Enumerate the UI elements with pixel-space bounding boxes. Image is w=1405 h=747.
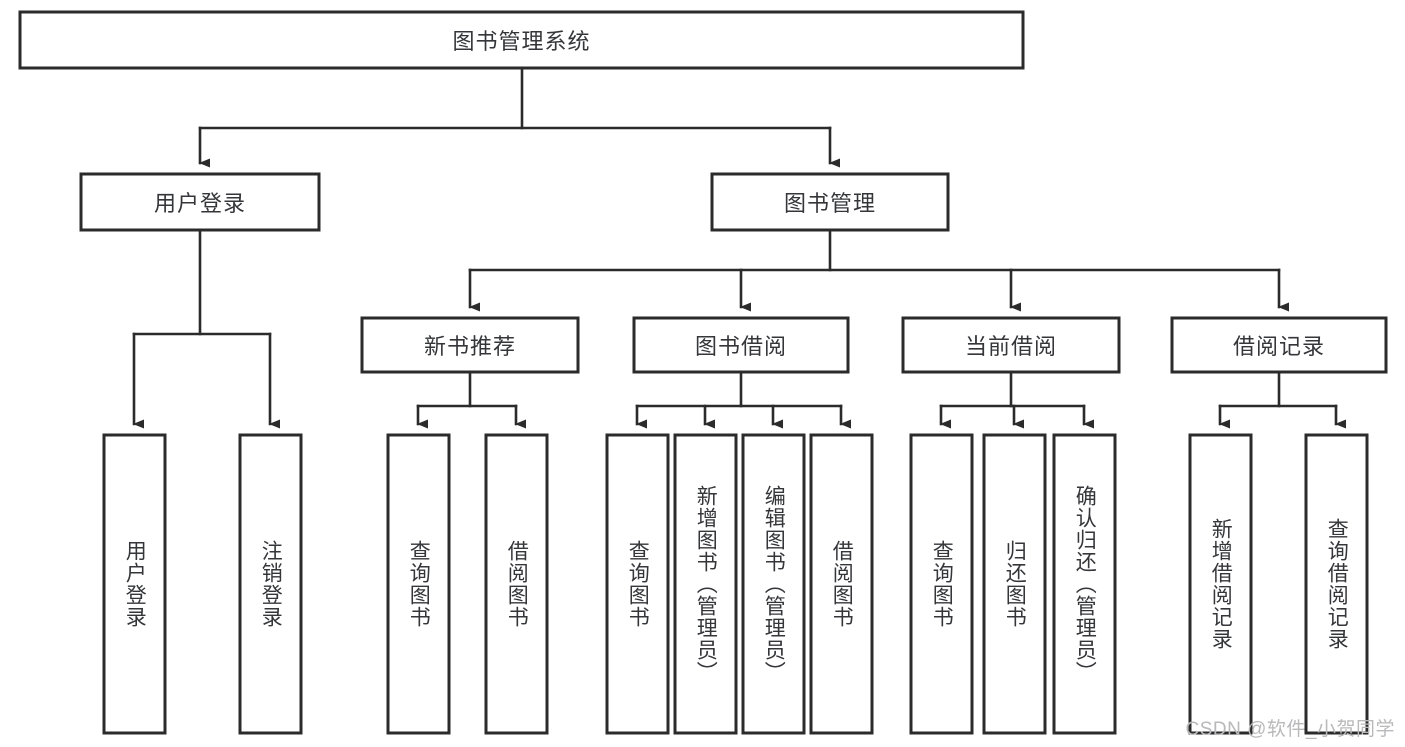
node-leaf-query-borrow-record[interactable] xyxy=(1304,433,1369,735)
node-book-management[interactable] xyxy=(710,172,950,232)
node-borrow-record[interactable] xyxy=(1170,316,1388,374)
watermark-text: CSDN @软件_小贺同学 xyxy=(1185,719,1395,740)
node-leaf-query-books-borrow[interactable] xyxy=(605,433,670,735)
node-leaf-logout[interactable] xyxy=(238,433,303,735)
node-root[interactable] xyxy=(18,10,1025,70)
node-leaf-query-books-current[interactable] xyxy=(909,433,974,735)
node-leaf-borrow-book[interactable] xyxy=(809,433,874,735)
node-leaf-query-books-rec[interactable] xyxy=(386,433,451,735)
node-leaf-borrow-books-rec[interactable] xyxy=(484,433,549,735)
node-leaf-add-book-admin[interactable] xyxy=(673,433,738,735)
node-leaf-return-book[interactable] xyxy=(982,433,1047,735)
node-box-layer xyxy=(18,10,1388,735)
node-leaf-user-login[interactable] xyxy=(102,433,167,735)
node-leaf-edit-book-admin[interactable] xyxy=(741,433,806,735)
node-leaf-confirm-return-admin[interactable] xyxy=(1052,433,1117,735)
node-leaf-add-borrow-record[interactable] xyxy=(1188,433,1253,735)
node-current-borrow[interactable] xyxy=(901,316,1121,374)
connector-layer xyxy=(132,66,1346,429)
node-new-book-recommend[interactable] xyxy=(360,316,580,374)
node-user-login[interactable] xyxy=(79,172,321,232)
node-book-borrow[interactable] xyxy=(632,316,850,374)
